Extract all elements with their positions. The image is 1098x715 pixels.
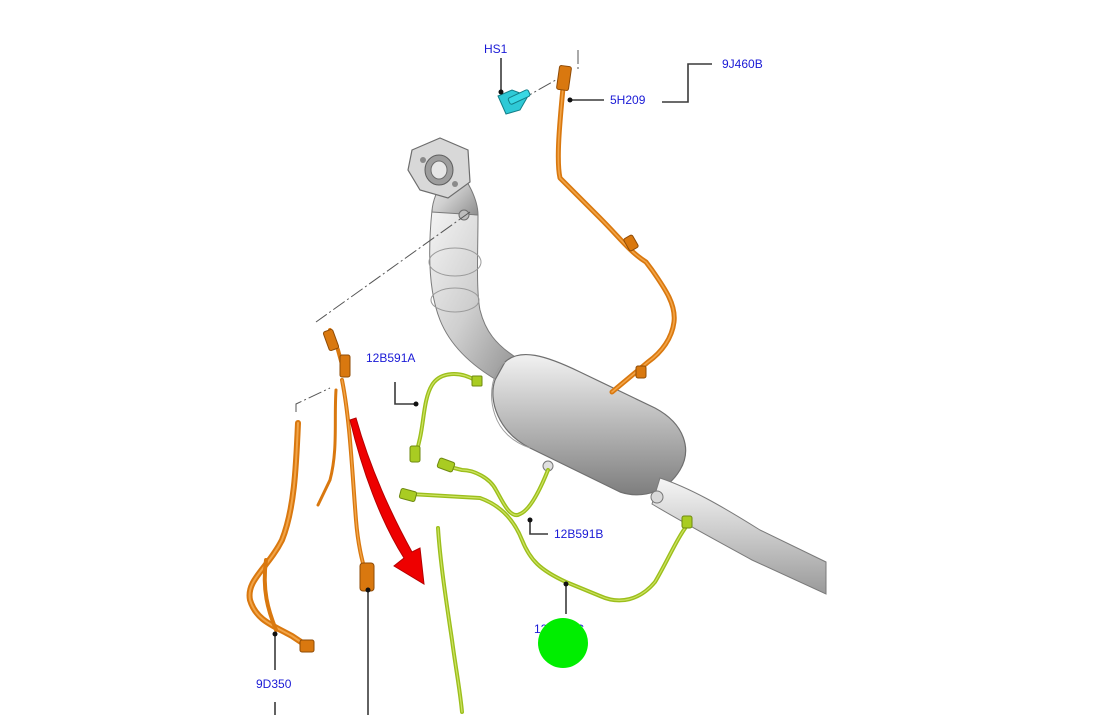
temperature-sensor-harness xyxy=(398,372,693,714)
bolt-icon xyxy=(497,89,531,115)
muffler xyxy=(491,353,687,496)
upstream-oxygen-sensor-harness xyxy=(555,65,677,395)
callout-leader-bottom xyxy=(365,587,371,715)
callout-label-12b591a: 12B591A xyxy=(366,351,415,365)
callout-12b591a: 12B591A xyxy=(366,351,419,407)
callout-5h209: 5H209 xyxy=(567,93,646,107)
callout-label-5h209: 5H209 xyxy=(610,93,646,107)
callout-hs1: HS1 xyxy=(484,42,508,95)
callout-label-9d350: 9D350 xyxy=(256,677,292,691)
exhaust-flange xyxy=(407,137,471,199)
callout-label-9j460b: 9J460B xyxy=(722,57,763,71)
catalytic-converter xyxy=(428,164,521,383)
callout-label-12b591b: 12B591B xyxy=(554,527,603,541)
exhaust-assembly xyxy=(407,137,827,595)
direction-arrow-icon xyxy=(349,417,425,585)
callout-9d350: 9D350 xyxy=(256,631,292,715)
callout-9j460b: 9J460B xyxy=(662,57,763,103)
highlight-marker xyxy=(538,618,588,668)
downstream-oxygen-sensor-harness xyxy=(246,328,375,653)
tail-pipe xyxy=(650,477,827,595)
callout-label-hs1: HS1 xyxy=(484,42,508,56)
callout-12b591b: 12B591B xyxy=(527,517,603,541)
